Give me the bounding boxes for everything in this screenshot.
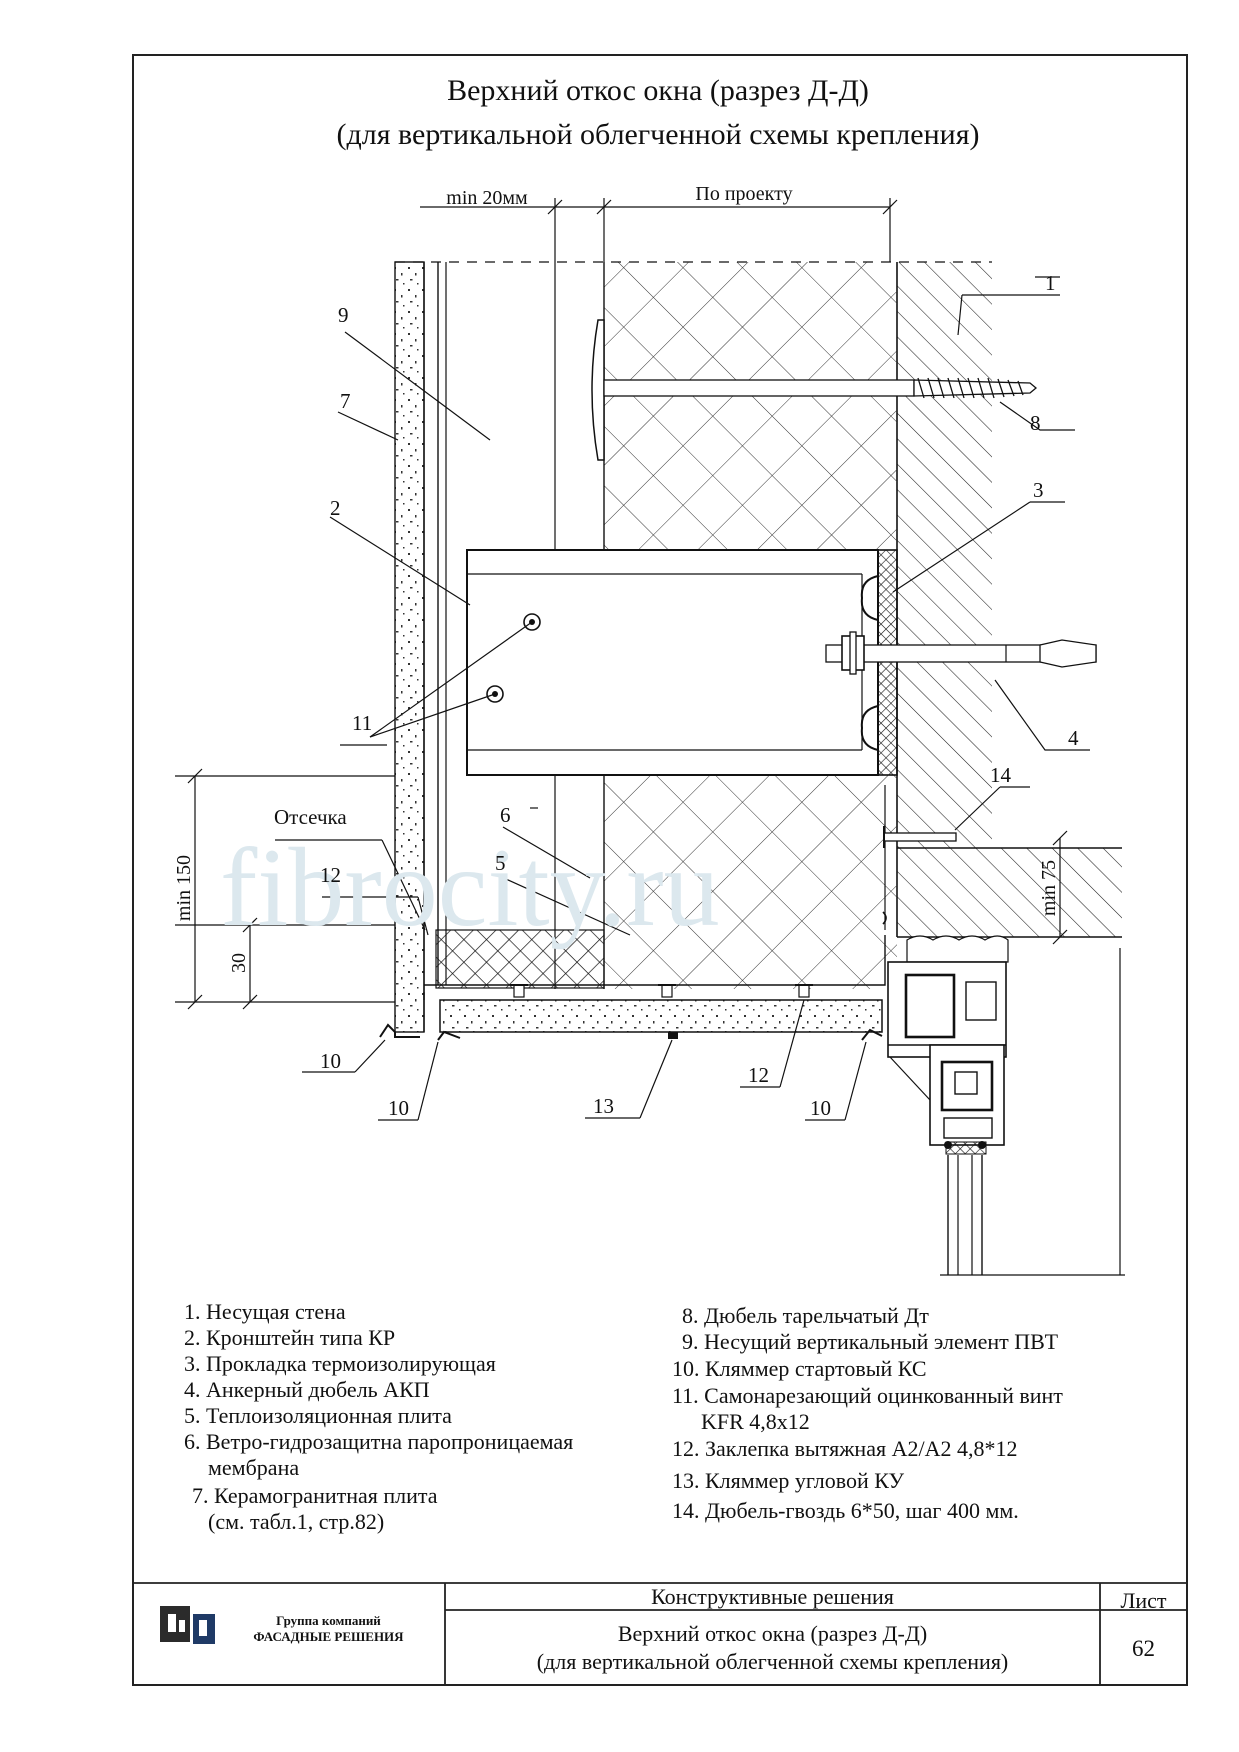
insulation-slab [603,262,897,989]
dim-gap: min 20мм [446,187,528,209]
legend-item-10: 10. Кляммер стартовый КС [672,1356,927,1381]
vertical-profile [437,262,556,989]
callout-9: 9 [338,303,349,327]
callout-10-right: 10 [810,1096,831,1120]
drawing-title-line-1: Верхний откос окна (разрез Д-Д) [617,1621,928,1646]
callout-7: 7 [340,389,351,413]
dim-height-30: 30 [228,953,250,973]
legend-item-7: 7. Керамогранитная плита [192,1483,438,1508]
rivet [510,984,813,998]
dim-insulation: По проекту [695,183,792,205]
company-name-line-1: Группа компаний [276,1613,381,1628]
sheet-number: 62 [1132,1636,1155,1661]
window-frame [887,948,1121,1275]
callout-13: 13 [593,1094,614,1118]
legend-item-11: 11. Самонарезающий оцинкованный винт [672,1383,1063,1408]
callout-2: 2 [330,496,341,520]
company-name-line-2: ФАСАДНЫЕ РЕШЕНИЯ [253,1629,404,1644]
legend-item-5: 5. Теплоизоляционная плита [184,1403,452,1428]
legend-item-6-cont: мембрана [208,1455,300,1480]
section-name: Конструктивные решения [651,1584,894,1609]
watermark: fibrocity.ru [220,826,720,950]
soffit-slab [439,999,883,1033]
callout-otsechka: Отсечка [274,805,347,829]
dim-height-75: min 75 [1038,860,1060,916]
bracket [466,549,879,776]
callout-3: 3 [1033,478,1044,502]
legend-item-11-cont: KFR 4,8x12 [701,1409,810,1434]
plate-dowel [591,319,1038,461]
callout-10-middle: 10 [388,1096,409,1120]
legend-item-8: 8. Дюбель тарельчатый Дт [682,1303,929,1328]
legend-item-6: 6. Ветро-гидрозащитна паропроницаемая [184,1429,574,1454]
anchor-dowel [825,631,1097,675]
title-block [133,1582,1187,1685]
legend-item-1: 1. Несущая стена [184,1299,346,1324]
drawing-title-line-2: (для вертикальной облегченной схемы креп… [536,1649,1009,1674]
dimension-lines [175,198,1068,1010]
callout-1: 1 [1045,271,1056,295]
sheet-label: Лист [1120,1588,1167,1613]
legend-item-14: 14. Дюбель-гвоздь 6*50, шаг 400 мм. [672,1498,1019,1523]
start-clamp [379,992,883,1041]
callout-11: 11 [352,711,372,735]
title-line-2: (для вертикальной облегченной схемы креп… [337,118,980,151]
callout-12-left: 12 [320,863,341,887]
nail-dowel [883,826,957,848]
callout-6: 6 [500,803,511,827]
company-logo [160,1606,215,1644]
legend-item-2: 2. Кронштейн типа КР [184,1325,396,1350]
dim-height-150: min 150 [173,855,195,921]
window-seal [906,935,1009,963]
callout-14: 14 [990,763,1012,787]
legend-item-12: 12. Заклепка вытяжная А2/А2 4,8*12 [672,1436,1018,1461]
legend-item-13: 13. Кляммер угловой КУ [672,1468,905,1493]
callout-12-right: 12 [748,1063,769,1087]
legend-item-4: 4. Анкерный дюбель АКП [184,1377,430,1402]
legend-item-9: 9. Несущий вертикальный элемент ПВТ [682,1329,1059,1354]
callout-10-left: 10 [320,1049,341,1073]
callout-5: 5 [495,851,506,875]
callout-4: 4 [1068,726,1079,750]
title-line-1: Верхний откос окна (разрез Д-Д) [447,74,869,107]
legend-item-3: 3. Прокладка термоизолирующая [184,1351,496,1376]
sheet-frame [132,54,1188,1686]
insulation-strip [435,929,605,989]
leader-lines [275,276,1090,1121]
corner-clamp [668,1032,678,1039]
callout-8: 8 [1030,411,1041,435]
legend-item-7-cont: (см. табл.1, стр.82) [208,1509,385,1534]
